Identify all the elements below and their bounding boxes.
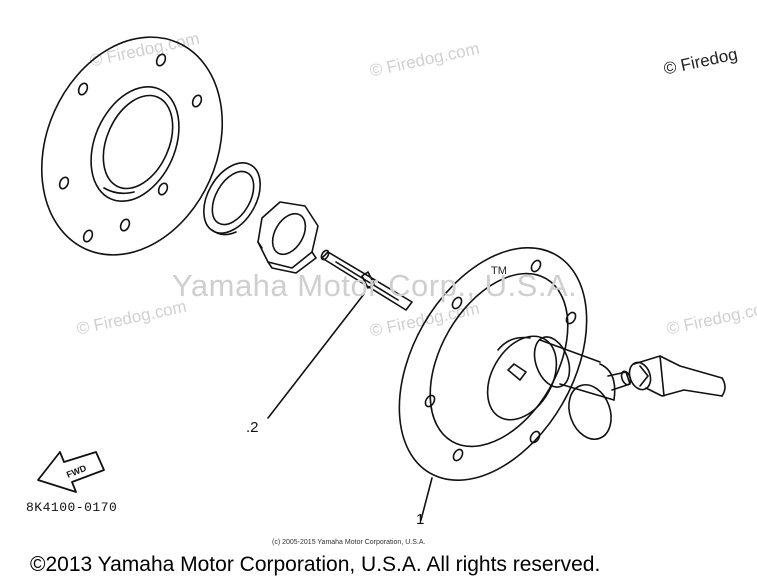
footer-copyright: ©2013 Yamaha Motor Corporation, U.S.A. A… (30, 553, 601, 576)
callout-part-1: 1 (416, 511, 425, 528)
seal-ring (203, 162, 261, 236)
watermark-yamaha-center: Yamaha Motor Corp., U.S.A. (172, 268, 578, 303)
callout-part-2: .2 (246, 419, 259, 436)
hub-flange (398, 246, 588, 482)
flange-plate (40, 36, 224, 256)
pin-shaft (320, 249, 413, 311)
tie-rod-end (628, 355, 726, 397)
trademark-label: TM (491, 265, 507, 277)
hex-nut (257, 201, 319, 274)
leader-line-part-1 (420, 477, 433, 521)
small-copyright: (c) 2005-2015 Yamaha Motor Corporation, … (272, 539, 426, 546)
forward-arrow-icon (37, 451, 105, 493)
part-code: 8K4100-0170 (26, 500, 118, 515)
leader-line-part-2 (267, 293, 365, 419)
hub-shaft (507, 336, 632, 440)
